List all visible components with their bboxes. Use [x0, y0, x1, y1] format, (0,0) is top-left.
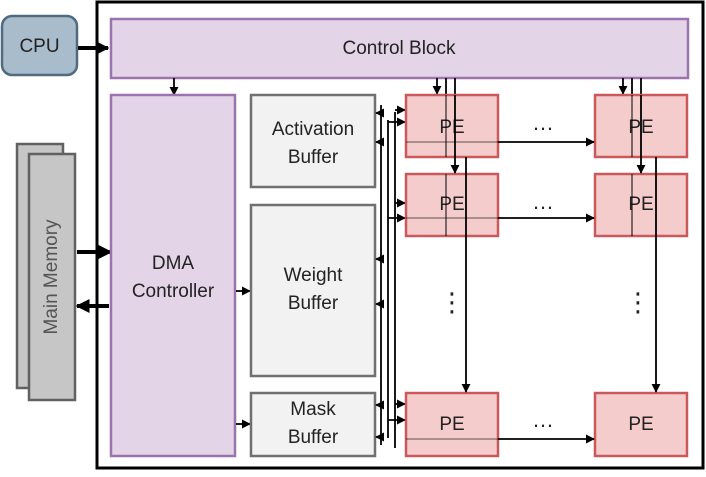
mask-buffer: Mask Buffer — [249, 391, 377, 458]
pe-label: PE — [439, 117, 464, 138]
dma-label-line2: Controller — [132, 281, 215, 302]
v-ellipsis-col2: ⋮ — [625, 287, 651, 317]
activation-label-line1: Activation — [272, 119, 354, 140]
mask-label-line2: Buffer — [288, 427, 339, 448]
weight-buffer: Weight Buffer — [249, 203, 377, 378]
pe-r1-c1: PE — [404, 93, 500, 159]
v-ellipsis-col1: ⋮ — [439, 287, 465, 317]
activation-label-line2: Buffer — [288, 147, 339, 168]
activation-buffer: Activation Buffer — [249, 93, 377, 189]
pe-label: PE — [628, 194, 653, 215]
pe-interconnect — [406, 95, 661, 444]
accelerator-frame — [95, 0, 705, 470]
control-to-pe-arrows — [432, 78, 642, 95]
dma-label-line1: DMA — [152, 253, 195, 274]
control-block-label: Control Block — [343, 38, 456, 59]
pe-r2-c2: PE — [593, 172, 689, 238]
pe-array: PE PE PE PE PE PE — [404, 93, 689, 458]
h-ellipsis-row3: … — [532, 407, 554, 432]
dma-controller: DMA Controller — [109, 93, 237, 458]
cpu-block: CPU — [0, 14, 79, 77]
pe-label: PE — [439, 194, 464, 215]
main-memory-label: Main Memory — [41, 219, 62, 335]
pe-r3-c1: PE — [404, 391, 500, 458]
pe-label: PE — [439, 414, 464, 435]
h-ellipsis-row2: … — [532, 189, 554, 214]
pe-r2-c1: PE — [404, 172, 500, 238]
h-ellipsis-row1: … — [532, 110, 554, 135]
main-memory: Main Memory — [15, 142, 77, 402]
buffer-bus — [375, 105, 406, 448]
weight-label-line1: Weight — [284, 265, 344, 286]
pe-label: PE — [628, 414, 653, 435]
pe-r3-c2: PE — [593, 391, 689, 458]
control-block: Control Block — [109, 17, 690, 80]
weight-label-line2: Buffer — [288, 293, 339, 314]
mask-label-line1: Mask — [290, 399, 336, 420]
cpu-label: CPU — [19, 36, 59, 57]
